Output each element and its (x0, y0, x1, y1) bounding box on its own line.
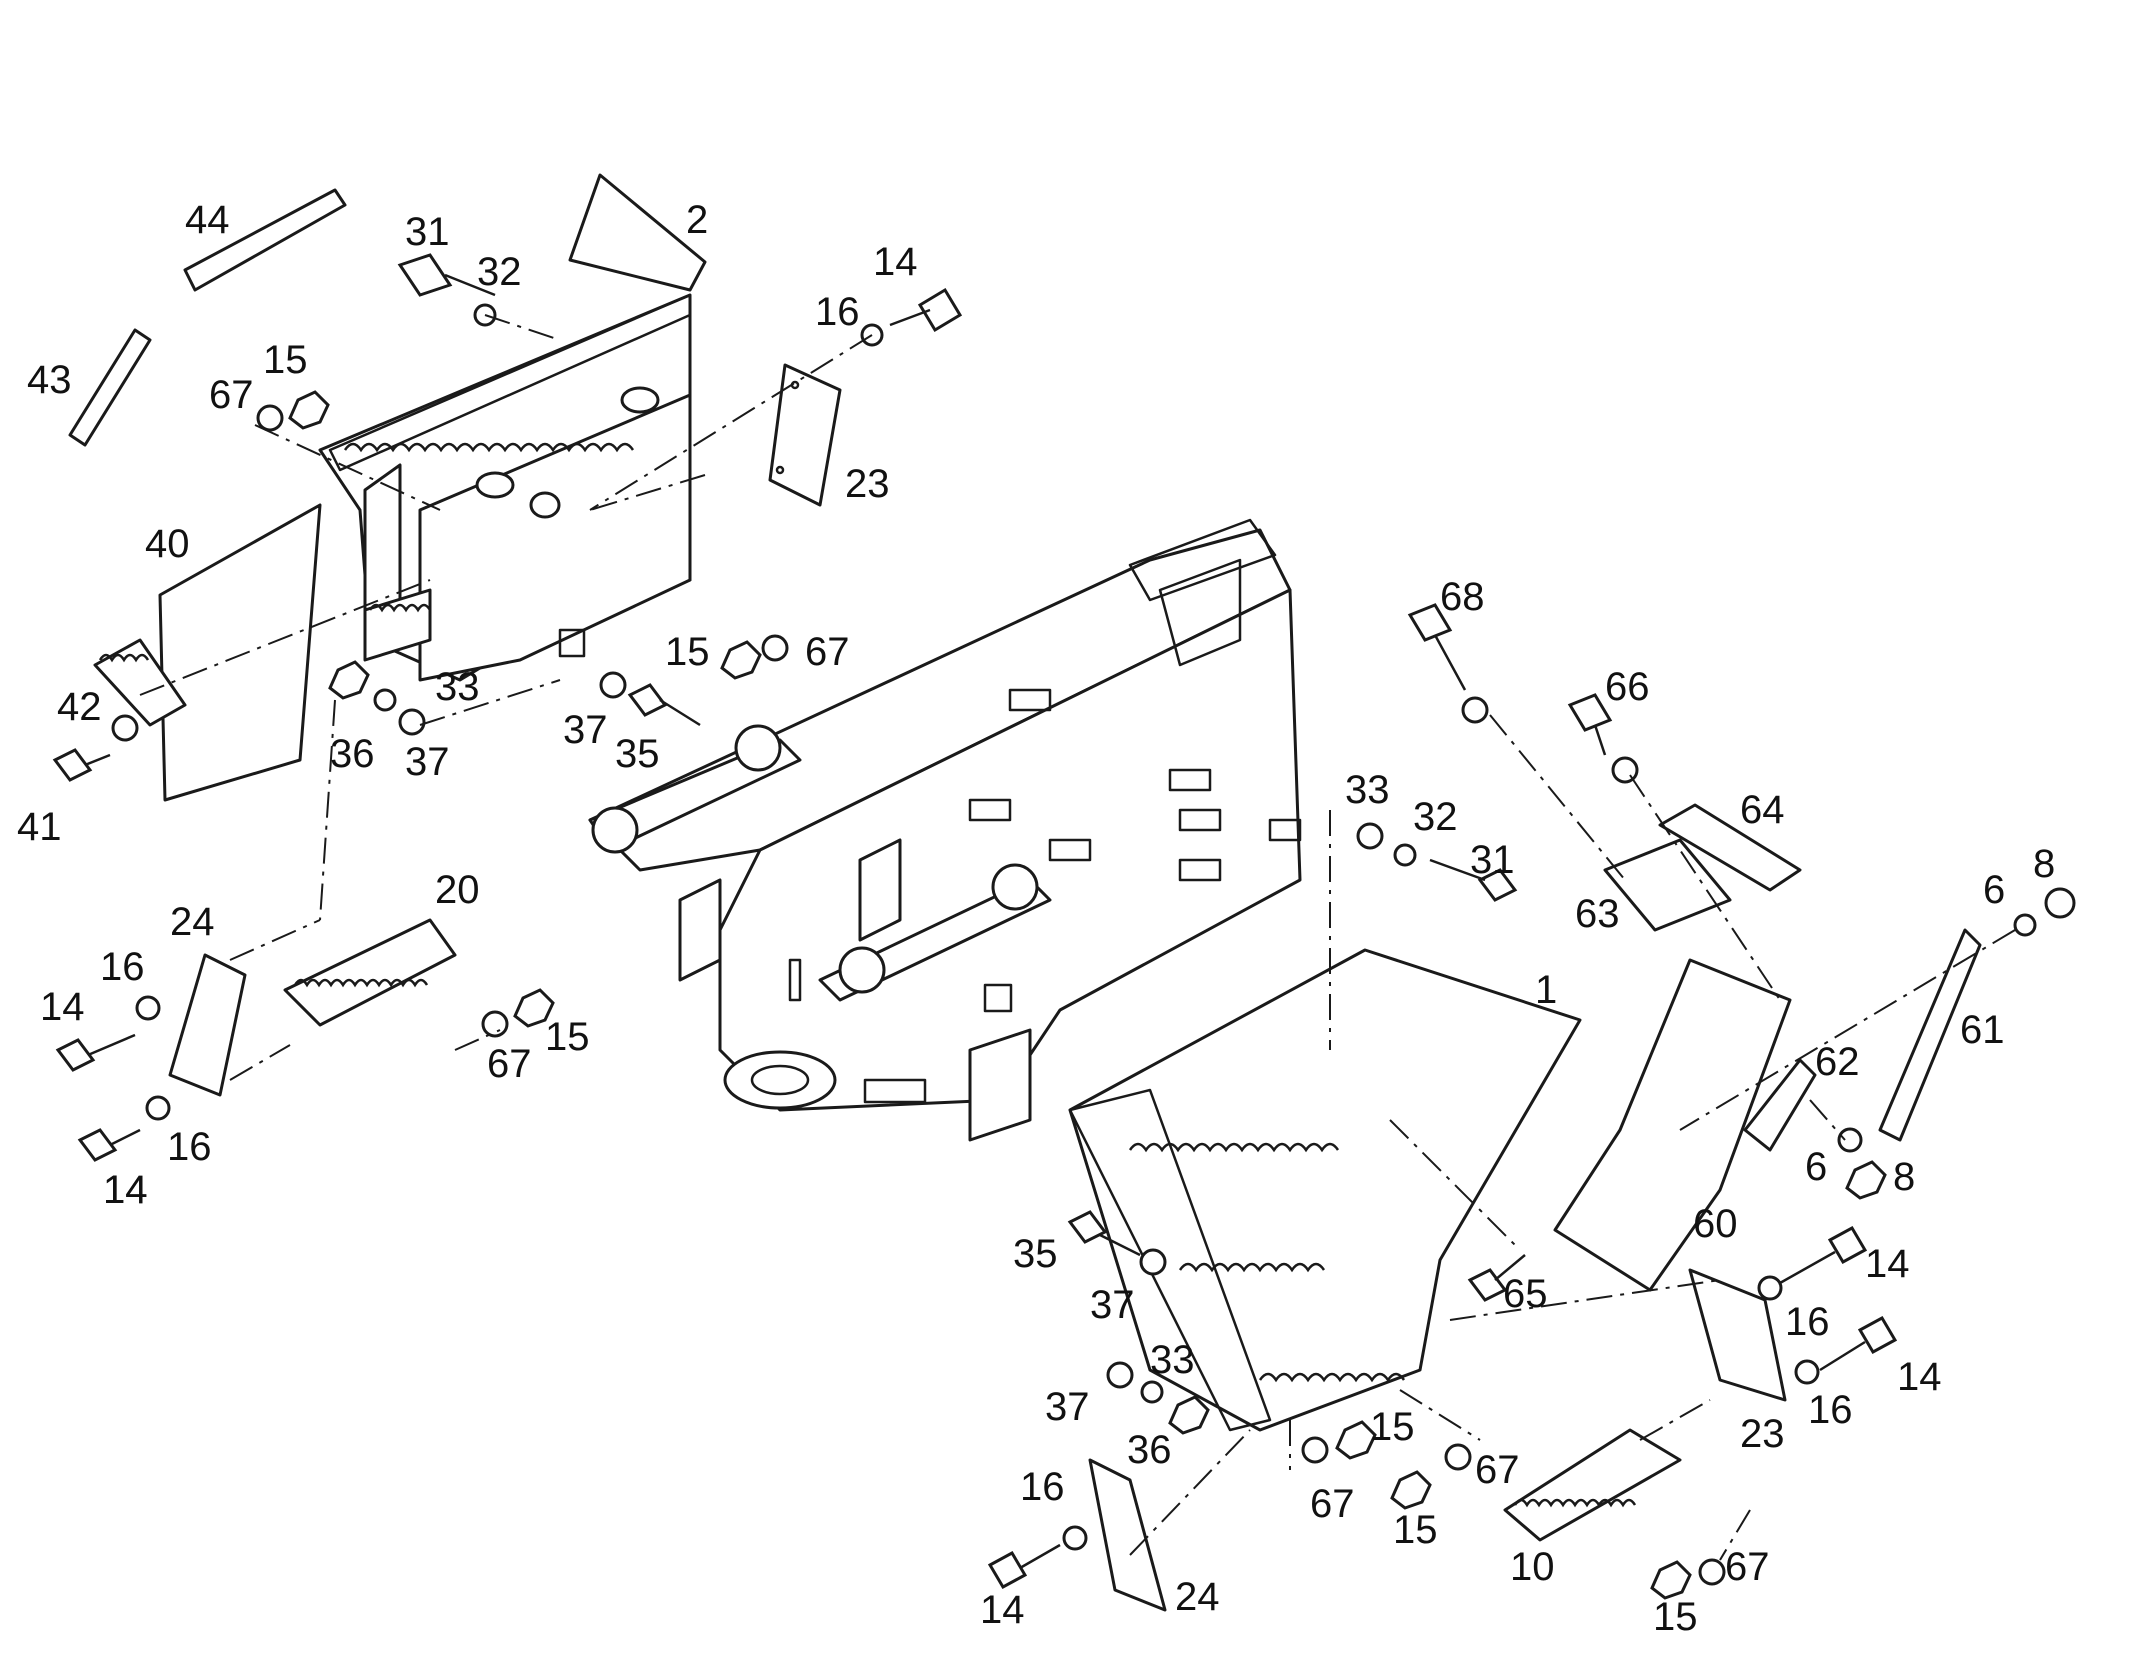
callout-14: 14 (1897, 1355, 1942, 1399)
part-63-plate (1603, 838, 1732, 932)
part-60-plate (1553, 958, 1792, 1292)
callout-67: 67 (1725, 1545, 1770, 1589)
callout-37: 37 (563, 708, 608, 752)
part-1-right-step-assembly (1068, 948, 1582, 1432)
callout-8: 8 (1893, 1155, 1915, 1199)
callout-68: 68 (1440, 575, 1485, 619)
callout-63: 63 (1575, 892, 1620, 936)
callout-64: 64 (1740, 788, 1785, 832)
callout-67: 67 (209, 373, 254, 417)
callout-36: 36 (1127, 1428, 1172, 1472)
leader-lines (139, 314, 2016, 1561)
part-24-left-plate (168, 953, 247, 1097)
callout-41: 41 (17, 805, 62, 849)
callout-6: 6 (1983, 868, 2005, 912)
callout-10: 10 (1510, 1545, 1555, 1589)
part-23-upper-plate (768, 363, 842, 507)
callout-16: 16 (1785, 1300, 1830, 1344)
part-61-bar (1878, 928, 1982, 1142)
callout-8: 8 (2033, 842, 2055, 886)
callout-16: 16 (1020, 1465, 1065, 1509)
callout-15: 15 (1370, 1405, 1415, 1449)
callout-61: 61 (1960, 1008, 2005, 1052)
callout-14: 14 (1865, 1242, 1910, 1286)
callout-36: 36 (330, 732, 375, 776)
callout-24: 24 (1175, 1575, 1220, 1619)
callout-40: 40 (145, 522, 190, 566)
callout-14: 14 (103, 1168, 148, 1212)
callout-31: 31 (405, 210, 450, 254)
callout-15: 15 (263, 338, 308, 382)
part-40-plate (158, 503, 322, 802)
callout-14: 14 (103, 1168, 148, 1212)
callout-24: 24 (170, 900, 215, 944)
callout-16: 16 (1808, 1388, 1853, 1432)
callout-35: 35 (615, 732, 660, 776)
callout-labels: 44 2 31 32 14 16 43 15 67 23 40 15 67 33… (17, 198, 2055, 1639)
part-64-pipe (1658, 803, 1802, 892)
callout-32: 32 (477, 250, 522, 294)
callout-6: 6 (1805, 1145, 1827, 1189)
callout-15: 15 (1653, 1595, 1698, 1639)
part-42-step (93, 638, 187, 727)
callout-33: 33 (1150, 1338, 1195, 1382)
callout-62: 62 (1815, 1040, 1860, 1084)
callout-23: 23 (1740, 1412, 1785, 1456)
callout-31: 31 (1470, 838, 1515, 882)
part-20-left-step (283, 918, 457, 1027)
callout-37: 37 (1045, 1385, 1090, 1429)
part-43-pin (68, 328, 152, 447)
callout-16: 16 (815, 290, 860, 334)
callout-15: 15 (1393, 1508, 1438, 1552)
callout-67: 67 (1310, 1482, 1355, 1526)
callout-67: 67 (1475, 1448, 1520, 1492)
callout-1: 1 (1535, 968, 1557, 1012)
callout-14: 14 (873, 240, 918, 284)
callout-42: 42 (57, 685, 102, 729)
part-2-left-step-assembly (318, 173, 707, 682)
callout-65: 65 (1503, 1272, 1548, 1316)
callout-20: 20 (435, 868, 480, 912)
main-frame (588, 518, 1302, 1142)
callout-37: 37 (1090, 1283, 1135, 1327)
callout-44: 44 (185, 198, 230, 242)
callout-66: 66 (1605, 665, 1650, 709)
callout-2: 2 (686, 198, 708, 242)
fasteners (52, 253, 2076, 1600)
callout-43: 43 (27, 358, 72, 402)
callout-67: 67 (487, 1042, 532, 1086)
callout-32: 32 (1413, 795, 1458, 839)
part-62-bracket (1743, 1058, 1817, 1152)
callout-67: 67 (805, 630, 850, 674)
callout-23: 23 (845, 462, 890, 506)
callout-60: 60 (1693, 1202, 1738, 1246)
callout-16: 16 (100, 945, 145, 989)
callout-15: 15 (545, 1015, 590, 1059)
part-23-lower-plate (1688, 1268, 1787, 1402)
callout-14: 14 (980, 1588, 1025, 1632)
part-44-pin (183, 188, 347, 292)
callout-33: 33 (435, 665, 480, 709)
callout-14: 14 (40, 985, 85, 1029)
callout-33: 33 (1345, 768, 1390, 812)
callout-35: 35 (1013, 1232, 1058, 1276)
callout-37: 37 (405, 740, 450, 784)
callout-15: 15 (665, 630, 710, 674)
callout-16: 16 (167, 1125, 212, 1169)
part-24-lower-plate (1088, 1458, 1167, 1612)
part-10-step (1503, 1428, 1682, 1542)
